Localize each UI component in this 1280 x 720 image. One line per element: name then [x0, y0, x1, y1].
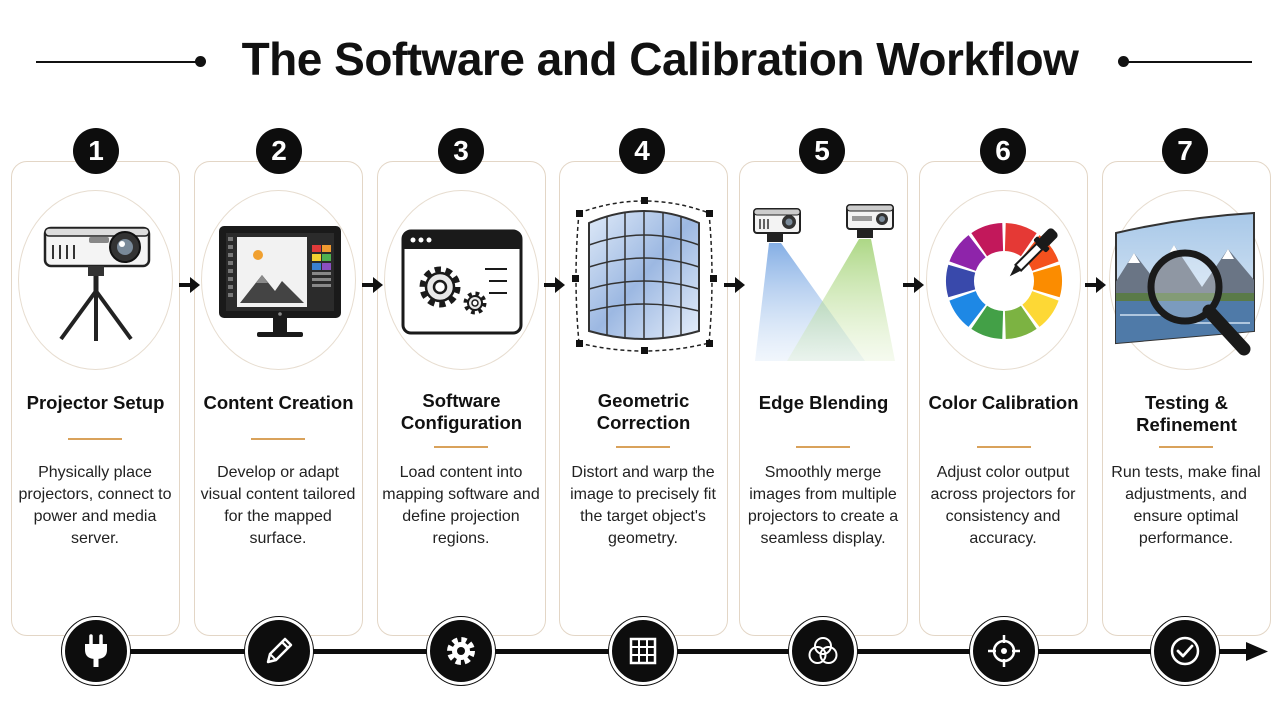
step-illustration-6 — [926, 190, 1081, 370]
software-window-gears-icon — [401, 229, 523, 335]
step-title-3: Software Configuration — [400, 390, 523, 433]
color-wheel-segment — [1004, 305, 1037, 339]
timeline-arrowhead-icon — [1246, 642, 1268, 661]
step-number-7: 7 — [1162, 128, 1208, 174]
step-number-4: 4 — [619, 128, 665, 174]
step-badge-4 — [609, 617, 677, 685]
step-illustration-1 — [18, 190, 173, 370]
step-number-6: 6 — [980, 128, 1026, 174]
flow-arrow-6 — [1085, 277, 1106, 293]
color-wheel-segment — [1032, 264, 1062, 298]
step-description-5: Smoothly merge images from multiple proj… — [747, 464, 899, 547]
step-number-3: 3 — [438, 128, 484, 174]
step-title-1: Projector Setup — [26, 392, 165, 413]
pencil-icon — [266, 637, 293, 664]
step-badge-2 — [245, 617, 313, 685]
color-wheel-segment — [1004, 223, 1037, 257]
step-title-5: Edge Blending — [758, 392, 889, 413]
title-rule-right — [1126, 61, 1252, 63]
step-illustration-3 — [384, 190, 539, 370]
timeline-bar — [120, 649, 1250, 654]
step-divider-7 — [1159, 446, 1213, 448]
step-description-4: Distort and warp the image to precisely … — [570, 464, 716, 547]
monitor-editor-icon — [219, 226, 341, 337]
color-wheel-segment — [949, 291, 986, 327]
title-rule-left — [36, 61, 200, 63]
color-wheel-segment — [946, 264, 976, 298]
overlapping-circles-icon — [808, 637, 838, 664]
page-title: The Software and Calibration Workflow — [241, 33, 1079, 85]
color-wheel-eyedropper-icon — [946, 223, 1062, 339]
step-title-6: Color Calibration — [928, 392, 1079, 413]
step-badge-3 — [427, 617, 495, 685]
step-illustration-5 — [746, 190, 901, 370]
step-illustration-7 — [1109, 190, 1264, 370]
power-plug-icon — [85, 634, 107, 667]
flow-arrow-1 — [179, 277, 200, 293]
color-wheel-segment — [971, 223, 1004, 257]
step-description-2: Develop or adapt visual content tailored… — [200, 464, 356, 547]
flow-arrow-4 — [724, 277, 745, 293]
flow-arrow-3 — [544, 277, 565, 293]
crosshair-icon — [988, 635, 1020, 667]
magnifier-landscape-icon — [1115, 211, 1255, 356]
step-title-4: Geometric Correction — [596, 390, 691, 433]
step-divider-4 — [616, 446, 670, 448]
title-dot-right — [1118, 56, 1129, 67]
flow-arrow-2 — [362, 277, 383, 293]
step-title-7: Testing & Refinement — [1136, 392, 1237, 435]
step-description-3: Load content into mapping software and d… — [382, 464, 540, 547]
step-divider-5 — [796, 446, 850, 448]
flow-arrow-5 — [903, 277, 924, 293]
step-divider-1 — [68, 438, 122, 440]
warp-grid-icon — [572, 197, 717, 354]
step-illustration-4 — [566, 190, 721, 370]
header: The Software and Calibration Workflow — [0, 30, 1280, 94]
step-divider-6 — [977, 446, 1031, 448]
step-badge-7 — [1151, 617, 1219, 685]
color-wheel-segment — [971, 305, 1004, 339]
step-description-6: Adjust color output across projectors fo… — [930, 464, 1076, 547]
checkmark-icon — [1170, 636, 1200, 666]
step-badge-5 — [789, 617, 857, 685]
title-dot-left — [195, 56, 206, 67]
step-divider-2 — [251, 438, 305, 440]
step-badge-1 — [62, 617, 130, 685]
grid-icon — [629, 637, 657, 665]
step-description-1: Physically place projectors, connect to … — [18, 464, 172, 547]
projector-on-tripod-icon — [43, 226, 151, 341]
step-title-2: Content Creation — [203, 392, 354, 413]
step-illustration-2 — [201, 190, 356, 370]
step-number-1: 1 — [73, 128, 119, 174]
color-wheel-segment — [949, 235, 986, 271]
step-badge-6 — [970, 617, 1038, 685]
step-divider-3 — [434, 446, 488, 448]
color-wheel-segment — [1022, 235, 1059, 271]
step-number-2: 2 — [256, 128, 302, 174]
color-wheel-segment — [1022, 291, 1059, 327]
overlapping-projectors-icon — [753, 204, 895, 361]
gear-icon — [447, 637, 475, 665]
step-number-5: 5 — [799, 128, 845, 174]
step-description-7: Run tests, make final adjustments, and e… — [1111, 464, 1261, 547]
